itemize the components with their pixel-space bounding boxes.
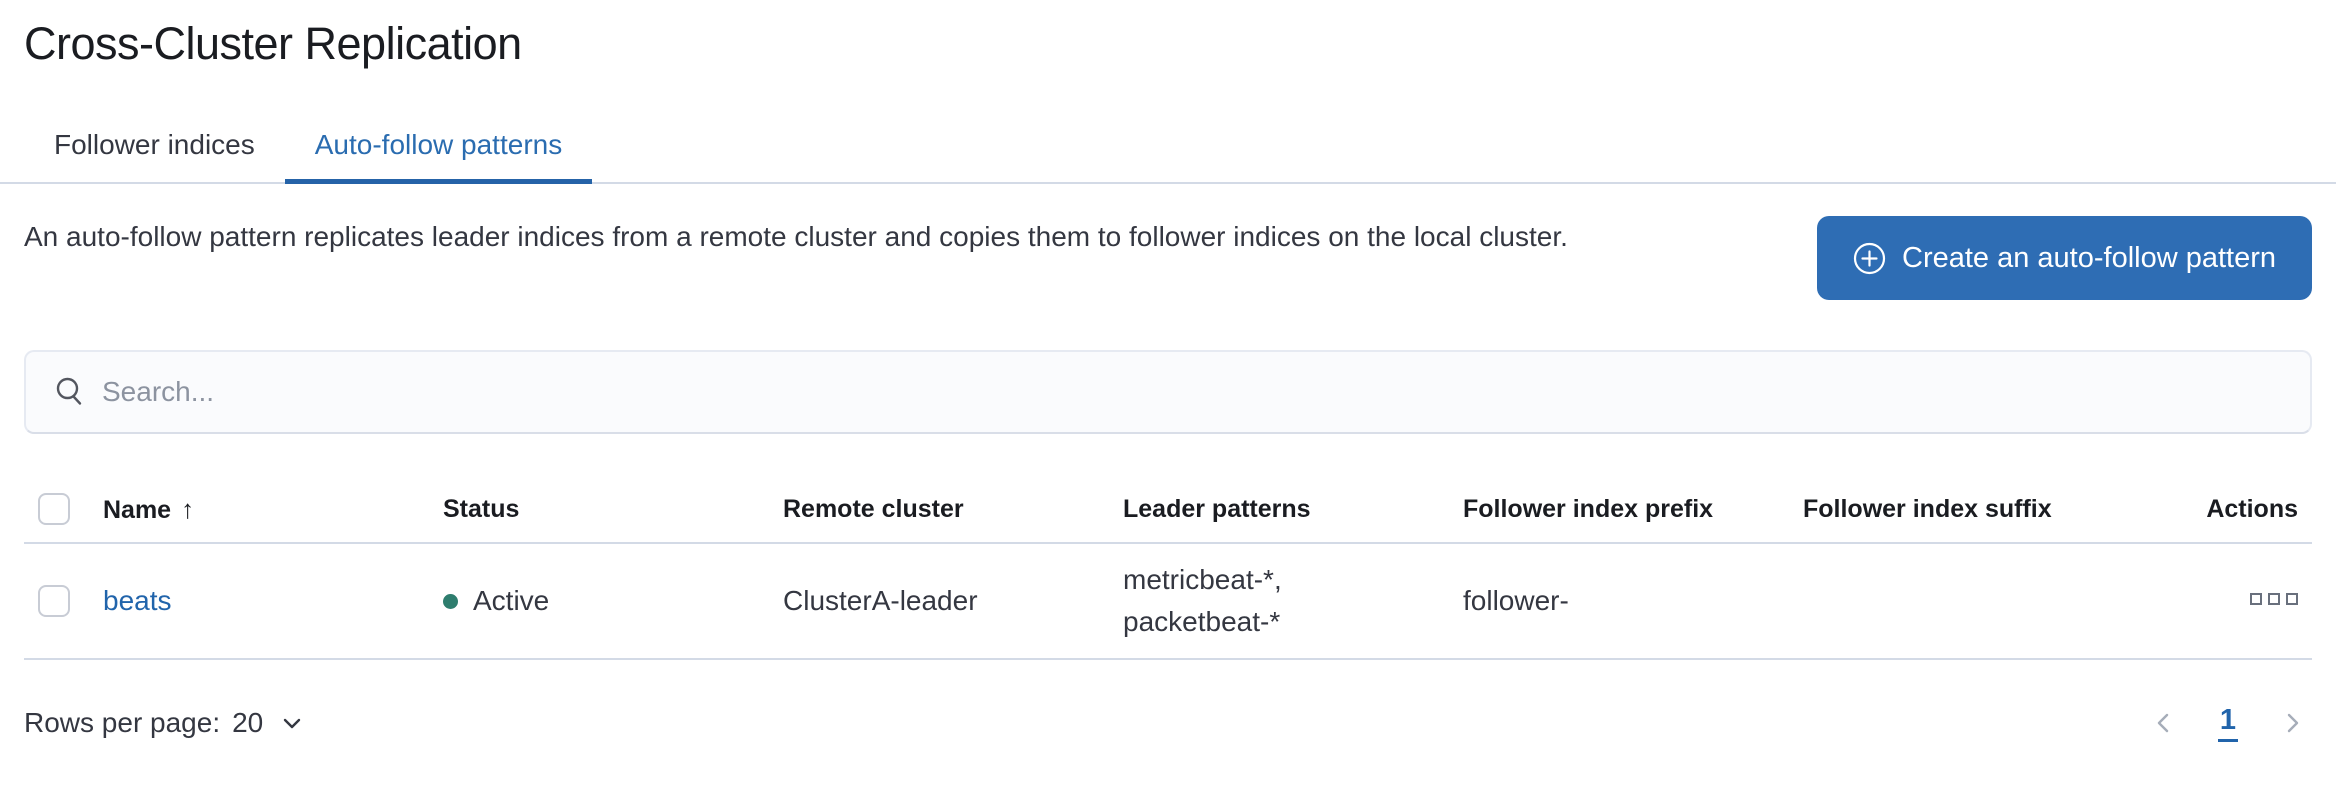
search-icon — [52, 374, 88, 410]
column-header-name[interactable]: Name↑ — [103, 493, 195, 524]
create-auto-follow-pattern-button[interactable]: Create an auto-follow pattern — [1817, 216, 2312, 300]
auto-follow-patterns-table: Name↑ Status Remote cluster Leader patte… — [24, 476, 2312, 660]
chevron-left-icon[interactable] — [2150, 709, 2178, 737]
page-title: Cross-Cluster Replication — [24, 18, 522, 69]
chevron-right-icon[interactable] — [2278, 709, 2306, 737]
chevron-down-icon — [279, 710, 305, 736]
table-row: beats Active ClusterA-leader metricbeat-… — [24, 544, 2312, 660]
tab-auto-follow-patterns[interactable]: Auto-follow patterns — [284, 118, 593, 184]
table-footer: Rows per page: 20 1 — [24, 704, 2312, 742]
row-checkbox-cell — [24, 585, 103, 617]
cell-remote-cluster: ClusterA-leader — [783, 585, 978, 616]
search-input[interactable] — [102, 376, 2290, 408]
cell-actions — [2143, 592, 2312, 610]
plus-in-circle-icon — [1853, 242, 1886, 275]
rows-per-page-label: Rows per page: — [24, 707, 221, 738]
search-bar[interactable] — [24, 350, 2312, 434]
column-header-remote-cluster[interactable]: Remote cluster — [783, 494, 964, 523]
column-header-follower-index-prefix[interactable]: Follower index prefix — [1463, 494, 1714, 523]
select-row-checkbox[interactable] — [38, 585, 70, 617]
status-label: Active — [473, 585, 550, 616]
sort-ascending-icon: ↑ — [181, 493, 195, 524]
pagination-page-1[interactable]: 1 — [2217, 704, 2238, 742]
header-checkbox-cell — [24, 493, 103, 525]
cell-follower-index-prefix: follower- — [1463, 585, 1569, 616]
pattern-name-link[interactable]: beats — [103, 585, 172, 616]
column-header-status[interactable]: Status — [443, 494, 520, 523]
cell-leader-patterns: metricbeat-*, packetbeat-* — [1123, 564, 1282, 637]
cell-status: Active — [443, 585, 783, 617]
create-button-label: Create an auto-follow pattern — [1902, 241, 2276, 274]
cell-name: beats — [103, 585, 443, 617]
rows-per-page-value: 20 — [232, 707, 264, 738]
column-header-leader-patterns[interactable]: Leader patterns — [1123, 494, 1311, 523]
pagination: 1 — [2150, 704, 2312, 742]
column-header-actions: Actions — [2206, 494, 2298, 523]
column-header-follower-index-suffix[interactable]: Follower index suffix — [1803, 494, 2052, 523]
intro-row: An auto-follow pattern replicates leader… — [24, 214, 2312, 300]
tabs-bar: Follower indices Auto-follow patterns — [0, 118, 2336, 184]
select-all-checkbox[interactable] — [38, 493, 70, 525]
boxes-horizontal-icon[interactable] — [2250, 593, 2298, 605]
tab-follower-indices[interactable]: Follower indices — [54, 129, 255, 160]
status-active-dot-icon — [443, 593, 458, 609]
table-header-row: Name↑ Status Remote cluster Leader patte… — [24, 476, 2312, 544]
page-description: An auto-follow pattern replicates leader… — [24, 221, 1568, 252]
rows-per-page-button[interactable]: Rows per page: 20 — [24, 707, 305, 739]
